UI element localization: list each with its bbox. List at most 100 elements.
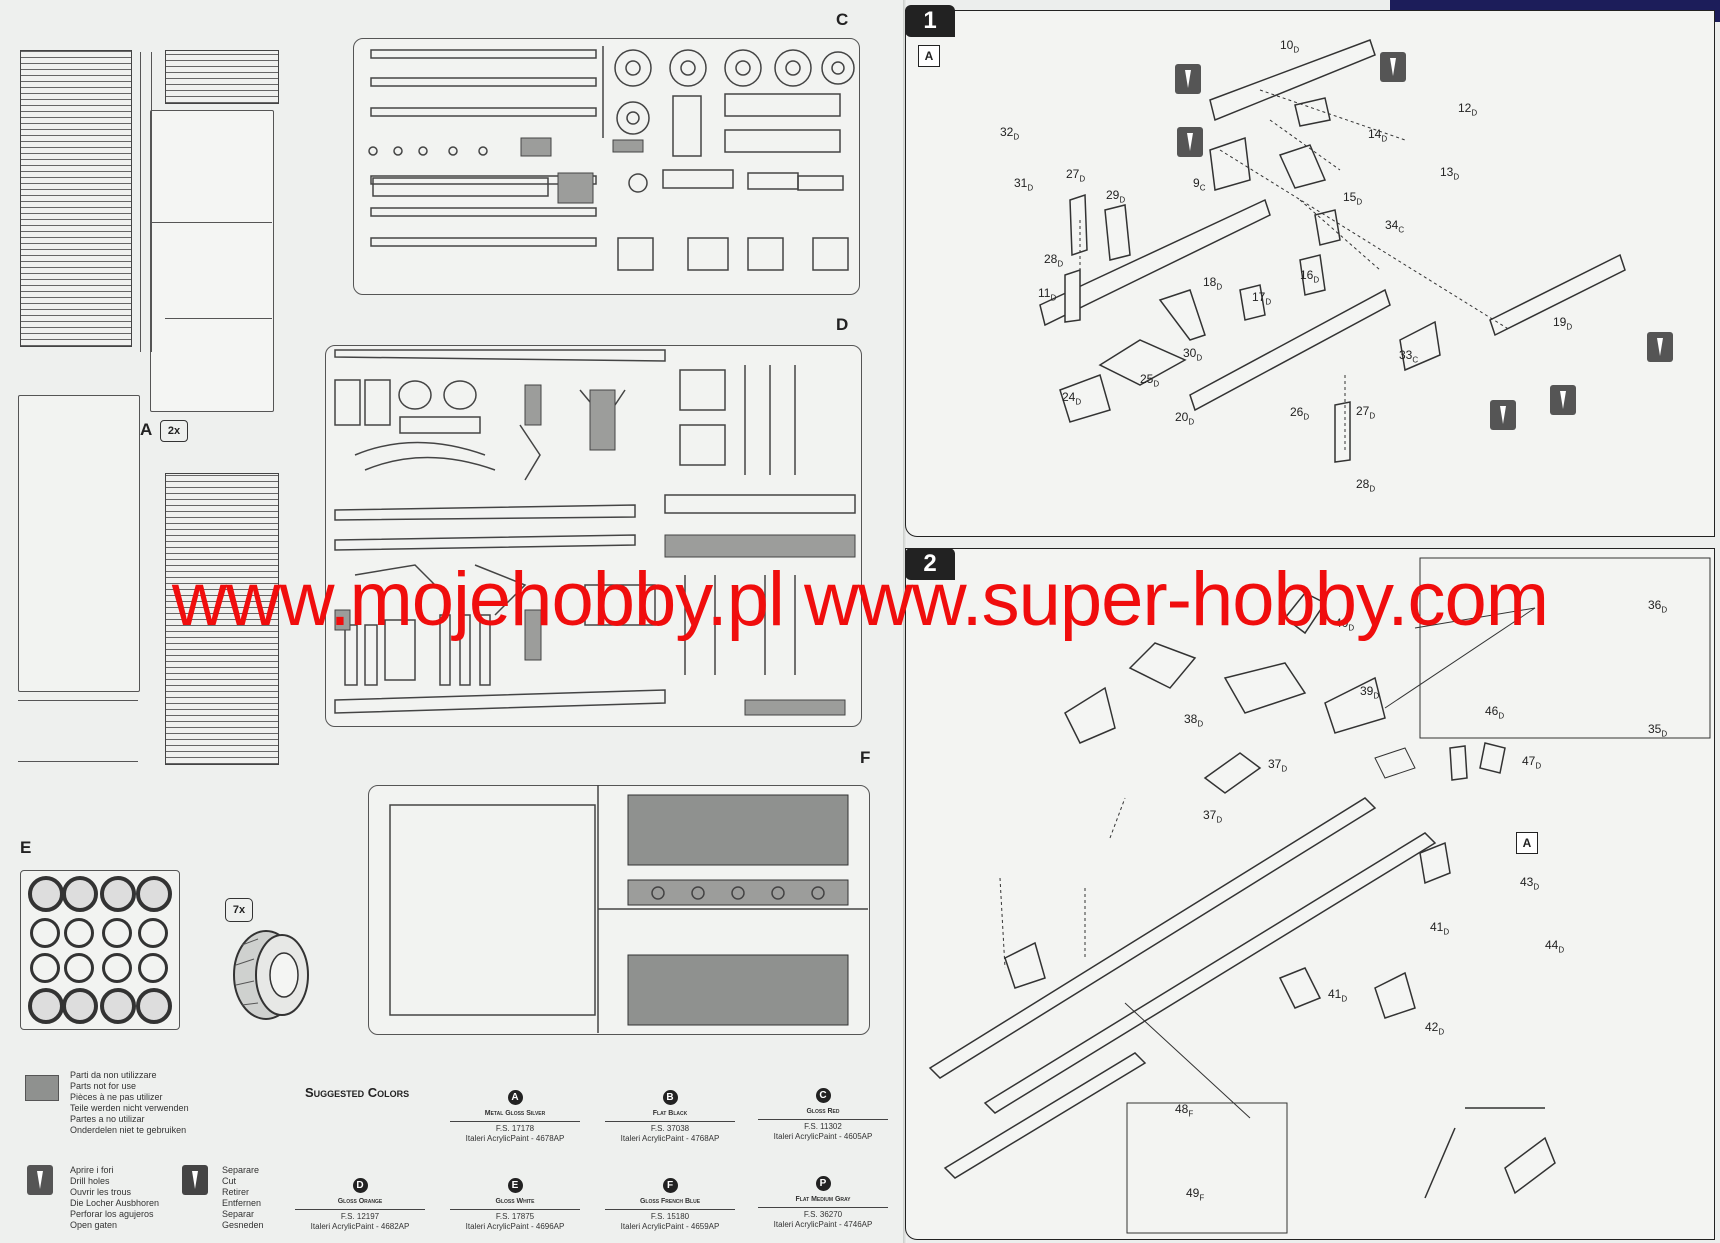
part-sprue: D — [1313, 275, 1320, 285]
drill-icon — [27, 1165, 53, 1195]
part-num: 41 — [1430, 920, 1444, 934]
part-num: 37 — [1203, 808, 1217, 822]
part-num: 49 — [1186, 1186, 1200, 1200]
color-fs: F.S. 12197 — [340, 1212, 380, 1221]
part-num: 37 — [1268, 757, 1282, 771]
drill-icon — [1647, 332, 1673, 362]
part-num: 12 — [1458, 101, 1472, 115]
color-paint: Italeri AcrylicPaint - 4768AP — [620, 1134, 720, 1143]
legend-line: Perforar los agujeros — [70, 1209, 154, 1219]
part-label: 33C — [1399, 348, 1418, 364]
part-label: 42D — [1425, 1020, 1444, 1036]
color-fs: F.S. 36270 — [803, 1210, 843, 1219]
part-sprue: D — [1293, 45, 1300, 55]
part-num: 27 — [1066, 167, 1080, 181]
part-sprue: D — [1443, 927, 1450, 937]
part-label: 28D — [1356, 477, 1375, 493]
part-sprue: C — [1412, 355, 1419, 365]
part-label: 36D — [1648, 598, 1667, 614]
part-sprue: D — [1027, 183, 1034, 193]
part-num: 43 — [1520, 875, 1534, 889]
part-sprue: D — [1075, 397, 1082, 407]
legend-line: Retirer — [222, 1187, 250, 1197]
part-num: 40 — [1335, 616, 1349, 630]
part-label: 31D — [1014, 176, 1033, 192]
sprue-a-qty: 2x — [160, 420, 188, 442]
wheel-ring — [138, 953, 168, 983]
part-num: 44 — [1545, 938, 1559, 952]
part-label: 32D — [1000, 125, 1019, 141]
part-label: 18D — [1203, 275, 1222, 291]
wheel-icon — [28, 876, 64, 912]
part-num: 17 — [1252, 290, 1266, 304]
part-num: 27 — [1356, 404, 1370, 418]
part-label: 16D — [1300, 268, 1319, 284]
legend-line: Parts not for use — [70, 1081, 137, 1091]
part-num: 48 — [1175, 1102, 1189, 1116]
color-name: Gloss Red — [758, 1105, 888, 1120]
color-d: D Gloss Orange F.S. 12197 Italeri Acryli… — [285, 1178, 435, 1232]
part-sprue: D — [1265, 297, 1272, 307]
part-sprue: D — [1471, 108, 1478, 118]
color-name: Metal Gloss Silver — [450, 1107, 580, 1122]
part-sprue: D — [1558, 945, 1565, 955]
part-label: 28D — [1044, 252, 1063, 268]
part-num: 28 — [1044, 252, 1058, 266]
legend-line: Separare — [222, 1165, 260, 1175]
part-label: 46D — [1485, 704, 1504, 720]
part-num: 34 — [1385, 218, 1399, 232]
part-label: 40D — [1335, 616, 1354, 632]
part-num: 18 — [1203, 275, 1217, 289]
part-num: 25 — [1140, 372, 1154, 386]
part-sprue: D — [1661, 605, 1668, 615]
part-sprue: F — [1199, 1193, 1205, 1203]
part-num: 28 — [1356, 477, 1370, 491]
color-letter: F — [662, 1178, 678, 1193]
step-1-badge: 1 — [905, 5, 955, 37]
tire-icon — [233, 930, 309, 1020]
step-1-ref-a: A — [918, 45, 940, 67]
part-label: 34C — [1385, 218, 1404, 234]
wheel-ring — [102, 918, 132, 948]
part-label: 37D — [1203, 808, 1222, 824]
step-2-ref-a: A — [1516, 832, 1538, 854]
part-sprue: D — [1661, 729, 1668, 739]
watermark-text: www.mojehobby.pl www.super-hobby.com — [171, 557, 1549, 642]
sprue-a-frame-top — [150, 110, 274, 412]
part-num: 29 — [1106, 188, 1120, 202]
color-letter: A — [507, 1090, 523, 1105]
part-num: 38 — [1184, 712, 1198, 726]
sprue-a-lower-rail — [18, 700, 138, 762]
part-sprue: D — [1216, 282, 1223, 292]
legend-line: Ouvrir les trous — [70, 1187, 132, 1197]
wheel-icon — [100, 876, 136, 912]
color-f: F Gloss French Blue F.S. 15180 Italeri A… — [595, 1178, 745, 1232]
color-letter: E — [507, 1178, 523, 1193]
wheel-ring — [102, 953, 132, 983]
sprue-d-parts — [334, 349, 856, 716]
part-label: 15D — [1343, 190, 1362, 206]
drill-icon — [1177, 127, 1203, 157]
wheel-ring — [30, 918, 60, 948]
tire-qty: 7x — [225, 898, 253, 922]
part-sprue: D — [1079, 174, 1086, 184]
color-paint: Italeri AcrylicPaint - 4682AP — [310, 1222, 410, 1231]
part-num: 39 — [1360, 684, 1374, 698]
part-label: 13D — [1440, 165, 1459, 181]
part-label: 41D — [1328, 987, 1347, 1003]
legend-line: Entfernen — [222, 1198, 262, 1208]
part-sprue: D — [1013, 132, 1020, 142]
part-num: 16 — [1300, 268, 1314, 282]
sprue-a-divider-2 — [165, 318, 272, 319]
color-name: Flat Black — [605, 1107, 735, 1122]
sprue-a-panel-1 — [20, 50, 132, 347]
part-num: 11 — [1038, 286, 1051, 300]
part-label: 10D — [1280, 38, 1299, 54]
color-b: B Flat Black F.S. 37038 Italeri AcrylicP… — [595, 1090, 745, 1144]
part-label: 12D — [1458, 101, 1477, 117]
part-sprue: D — [1535, 761, 1542, 771]
step-2-drawing — [928, 557, 1711, 1234]
part-sprue: D — [1303, 412, 1310, 422]
part-label: 25D — [1140, 372, 1159, 388]
part-sprue: D — [1348, 623, 1355, 633]
